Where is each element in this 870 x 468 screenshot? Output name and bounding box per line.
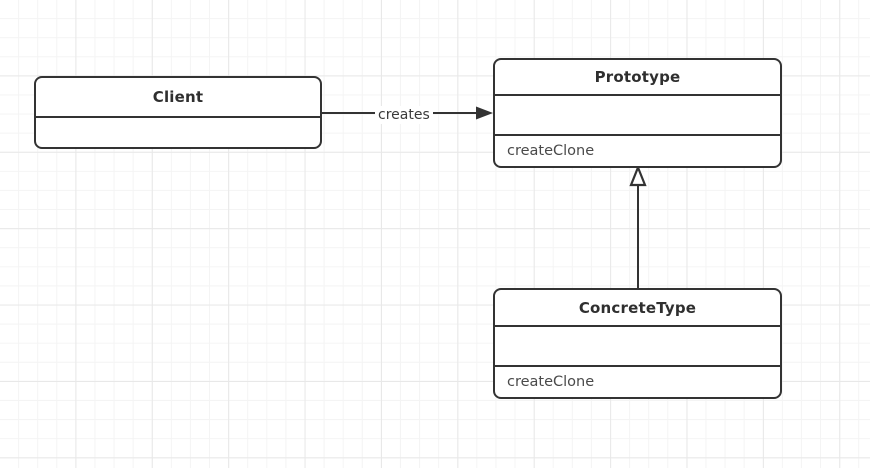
class-attributes-concretetype — [495, 325, 780, 365]
generalization-connector-line — [637, 182, 640, 290]
generalization-arrowhead-hollow — [629, 164, 647, 187]
class-method-prototype-createclone: createClone — [495, 134, 780, 166]
class-attributes-prototype — [495, 94, 780, 134]
class-method-concretetype-createclone: createClone — [495, 365, 780, 397]
class-title-concretetype: ConcreteType — [578, 298, 697, 317]
class-title-client: Client — [152, 88, 204, 106]
class-attributes-client — [36, 116, 320, 147]
uml-class-concretetype[interactable]: ConcreteType createClone — [493, 288, 782, 399]
creates-relationship-label: creates — [375, 106, 433, 124]
uml-class-prototype[interactable]: Prototype createClone — [493, 58, 782, 168]
creates-arrowhead-filled — [476, 106, 493, 120]
uml-class-client[interactable]: Client — [34, 76, 322, 149]
class-title-prototype: Prototype — [594, 68, 681, 86]
